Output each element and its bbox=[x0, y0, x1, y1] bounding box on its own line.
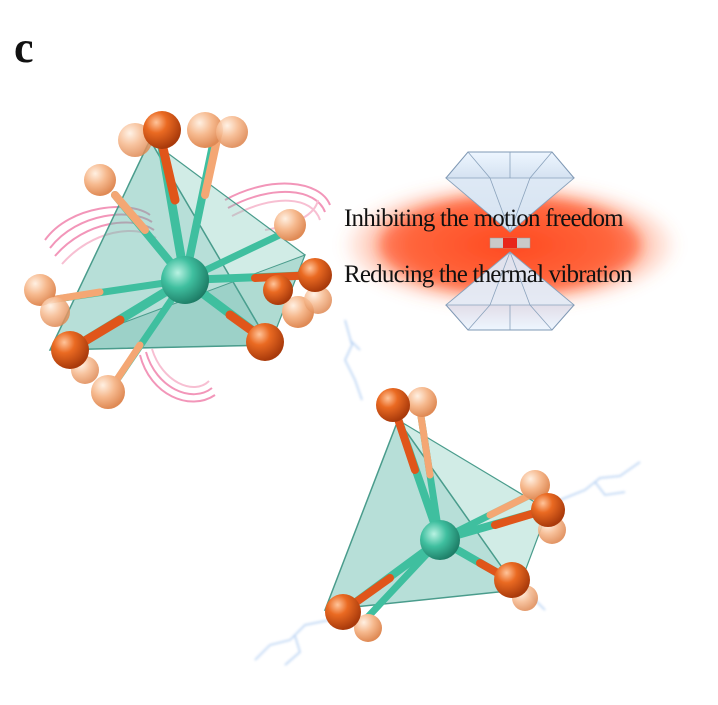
outer-atoms-dark bbox=[51, 111, 332, 369]
confined-atoms-dark bbox=[325, 388, 565, 630]
panel-label: c bbox=[14, 23, 34, 72]
bottom-diamond bbox=[444, 251, 576, 331]
free-tetrahedral-unit bbox=[24, 111, 332, 409]
center-atom-confined bbox=[420, 520, 460, 560]
top-diamond bbox=[444, 151, 576, 233]
diamond-anvil-cell bbox=[340, 151, 680, 331]
caption-thermal-vibration: Reducing the thermal vibration bbox=[344, 261, 633, 288]
caption-motion-freedom: Inhibiting the motion freedom bbox=[344, 205, 624, 232]
motion-swirl-bottom bbox=[139, 348, 216, 403]
confined-tetrahedral-unit bbox=[254, 319, 641, 666]
outer-atoms-light bbox=[24, 112, 332, 409]
center-atom bbox=[161, 256, 209, 304]
